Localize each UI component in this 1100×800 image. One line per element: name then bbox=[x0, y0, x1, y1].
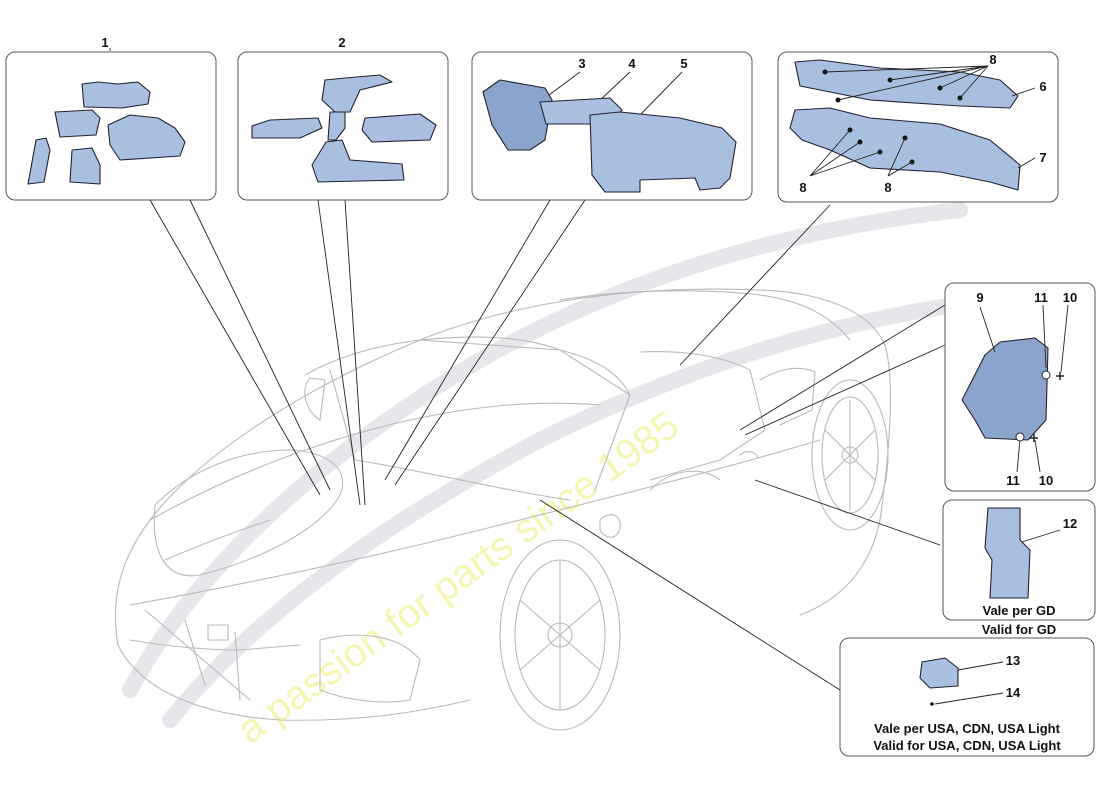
washer-icon bbox=[1041, 370, 1051, 380]
callout-6: 6 bbox=[1039, 79, 1046, 94]
insulation-piece-3 bbox=[482, 79, 553, 151]
note-gd-italian: Vale per GD bbox=[983, 603, 1056, 618]
callout-8: 8 bbox=[989, 52, 996, 67]
callout-2: 2 bbox=[338, 35, 345, 50]
box-item-12[interactable]: 12 Vale per GD Valid for GD bbox=[942, 499, 1096, 637]
bolt-icon bbox=[1030, 434, 1038, 442]
watermark-tagline: a passion for parts since 1985 bbox=[229, 403, 687, 752]
callout-1: 1 bbox=[101, 35, 108, 50]
callout-12: 12 bbox=[1063, 516, 1077, 531]
callout-3: 3 bbox=[578, 56, 585, 71]
box-items-3-5[interactable]: 3 4 5 bbox=[471, 51, 753, 201]
callout-10: 10 bbox=[1063, 290, 1077, 305]
callout-5: 5 bbox=[680, 56, 687, 71]
insulation-piece-7 bbox=[789, 107, 1021, 191]
insulation-piece bbox=[361, 113, 437, 143]
bolt-icon bbox=[1056, 372, 1064, 380]
callout-13: 13 bbox=[1006, 653, 1020, 668]
callout-9: 9 bbox=[976, 290, 983, 305]
box-item-1[interactable]: 1 bbox=[5, 35, 217, 201]
insulation-piece bbox=[251, 117, 323, 139]
insulation-piece-9 bbox=[961, 337, 1049, 441]
note-gd-english: Valid for GD bbox=[982, 622, 1056, 637]
car-outline bbox=[114, 288, 891, 731]
insulation-piece bbox=[311, 139, 405, 183]
insulation-piece-12 bbox=[984, 507, 1031, 599]
box-items-13-14[interactable]: 13 14 Vale per USA, CDN, USA Light Valid… bbox=[839, 637, 1095, 757]
insulation-piece-5 bbox=[589, 111, 737, 193]
callout-10: 10 bbox=[1039, 473, 1053, 488]
insulation-piece bbox=[69, 147, 101, 185]
box-items-9-11[interactable]: 9 11 10 11 10 bbox=[944, 282, 1096, 492]
note-usa-english: Valid for USA, CDN, USA Light bbox=[873, 738, 1061, 753]
insulation-piece bbox=[321, 74, 393, 113]
callout-8: 8 bbox=[884, 180, 891, 195]
note-usa-italian: Vale per USA, CDN, USA Light bbox=[874, 721, 1061, 736]
callout-11: 11 bbox=[1034, 290, 1048, 305]
callout-8: 8 bbox=[799, 180, 806, 195]
callout-7: 7 bbox=[1039, 150, 1046, 165]
leader-lines bbox=[149, 199, 946, 691]
insulation-piece-13 bbox=[919, 657, 959, 689]
callout-14: 14 bbox=[1006, 685, 1021, 700]
insulation-piece bbox=[81, 81, 151, 109]
box-items-6-8[interactable]: 8 6 7 8 8 bbox=[777, 51, 1059, 203]
clip-icon bbox=[930, 702, 934, 706]
callout-4: 4 bbox=[628, 56, 636, 71]
insulation-piece bbox=[107, 114, 186, 161]
washer-icon bbox=[1015, 432, 1025, 442]
insulation-piece bbox=[54, 109, 101, 138]
box-item-2[interactable]: 2 bbox=[237, 35, 449, 201]
insulation-piece bbox=[27, 137, 51, 185]
insulation-piece bbox=[327, 111, 346, 141]
callout-11: 11 bbox=[1006, 473, 1020, 488]
